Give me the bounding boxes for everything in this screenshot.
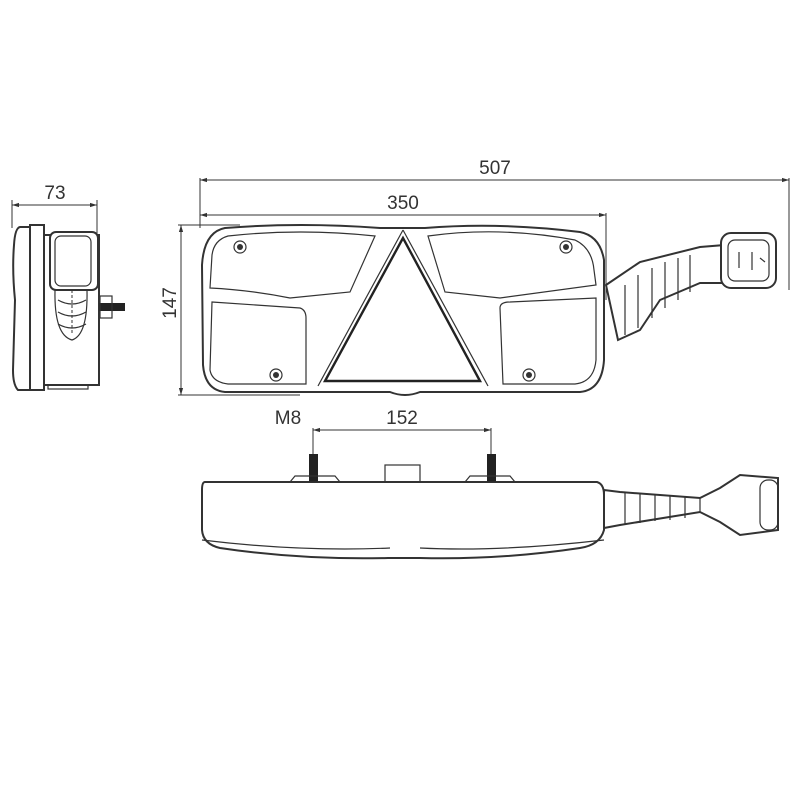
dimension-label-152: 152 xyxy=(386,408,418,429)
reflector-triangle xyxy=(322,235,483,383)
screw-icon xyxy=(522,368,536,382)
thread-label-m8: M8 xyxy=(275,408,301,429)
dimension-label-73: 73 xyxy=(44,183,65,204)
bolt xyxy=(487,454,496,482)
dimension-152: 152 M8 xyxy=(275,408,492,470)
dimension-73: 73 xyxy=(11,183,98,235)
dimension-507: 507 xyxy=(199,158,790,290)
bottom-view xyxy=(201,454,779,560)
screw-icon xyxy=(269,368,283,382)
front-view xyxy=(200,224,777,396)
screw-icon xyxy=(233,240,247,254)
dimension-label-350: 350 xyxy=(387,193,419,214)
dimension-label-147: 147 xyxy=(160,287,181,319)
side-view xyxy=(11,224,125,391)
dimension-147: 147 xyxy=(160,224,300,396)
dimension-label-507: 507 xyxy=(479,158,511,179)
screw-icon xyxy=(559,240,573,254)
bolt xyxy=(309,454,318,482)
